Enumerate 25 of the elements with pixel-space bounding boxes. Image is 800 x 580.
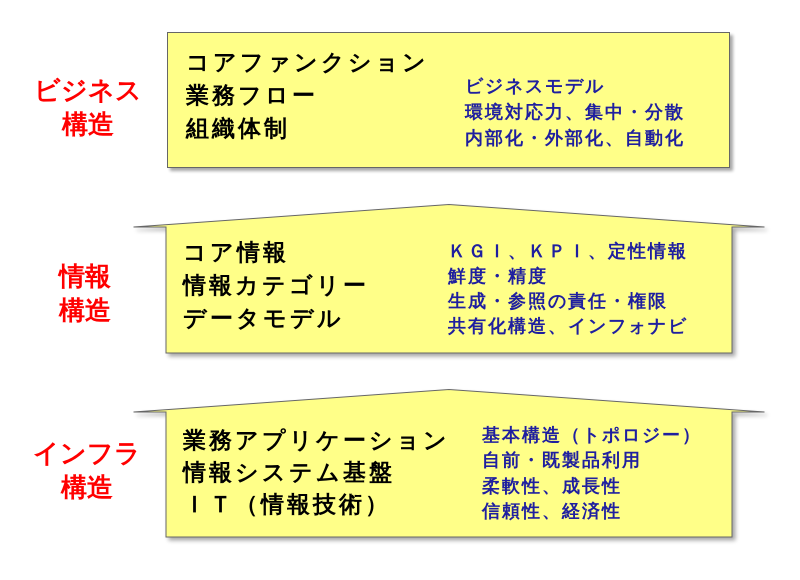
topic-text: 業務アプリケーション (183, 427, 450, 456)
detail-text: 生成・参照の責任・権限 (448, 290, 668, 314)
topic-text: 情報カテゴリー (183, 272, 369, 301)
topic-text: コア情報 (183, 239, 289, 268)
topic-text: コアファンクション (186, 49, 429, 78)
detail-text: 自前・既製品利用 (482, 449, 642, 474)
layer-label: インフラ構造 (33, 438, 141, 505)
topic-text: 組織体制 (186, 115, 290, 144)
detail-text: 環境対応力、集中・分散 (465, 101, 685, 125)
layer-box (167, 32, 730, 168)
layer-label: 情報構造 (57, 261, 112, 328)
topic-text: 情報システム基盤 (183, 459, 395, 488)
detail-text: ＫＧＩ、ＫＰＩ、定性情報 (448, 240, 688, 264)
detail-text: 内部化・外部化、自動化 (465, 127, 685, 151)
detail-text: 信頼性、経済性 (482, 500, 622, 524)
detail-text: 鮮度・精度 (448, 265, 548, 289)
detail-text: 共有化構造、インフォナビ (448, 315, 688, 339)
topic-text: データモデル (183, 305, 344, 334)
roofed-layer-box (133, 204, 765, 354)
layer-label: ビジネス構造 (34, 75, 142, 142)
topic-text: 業務フロー (186, 82, 318, 111)
detail-text: 基本構造（トポロジー） (482, 424, 702, 448)
detail-text: 柔軟性、成長性 (482, 474, 622, 499)
detail-text: ビジネスモデル (465, 75, 605, 99)
topic-text: ＩＴ（情報技術） (183, 491, 391, 520)
